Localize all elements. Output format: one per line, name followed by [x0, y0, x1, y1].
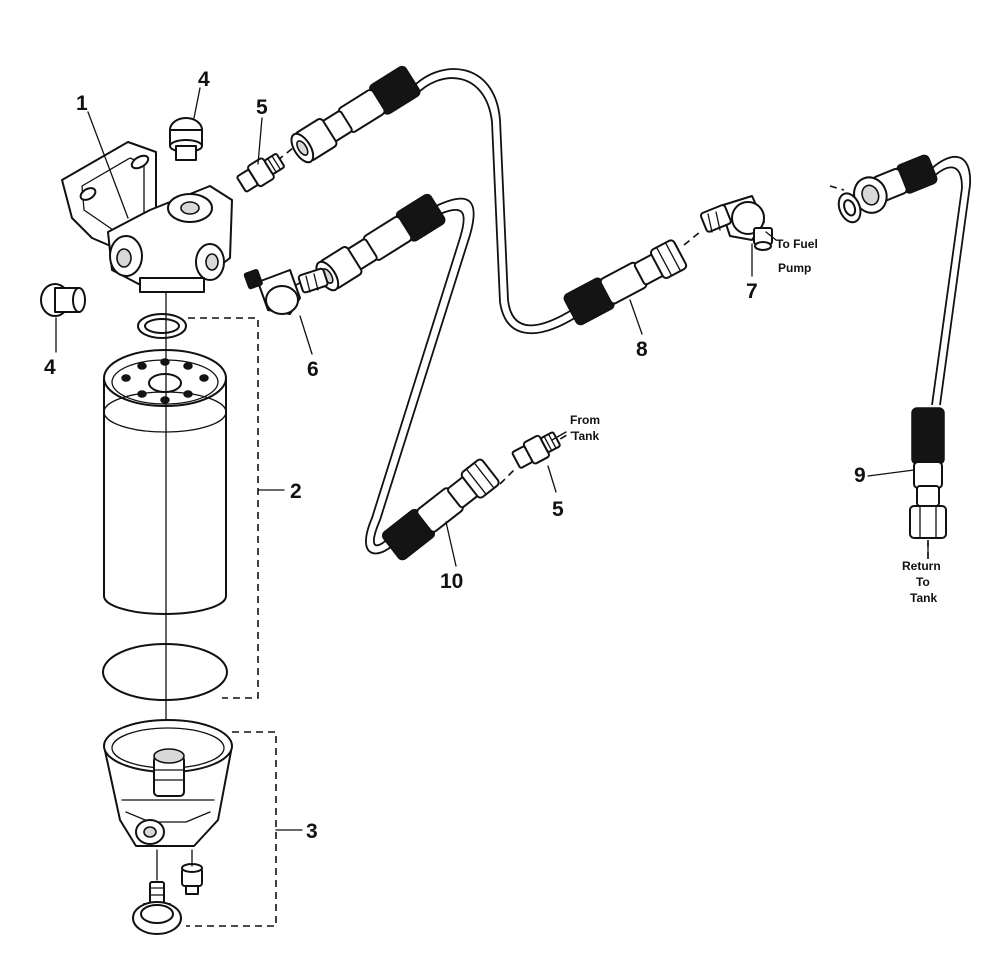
hose-10-upper-end: [315, 193, 446, 292]
note-to-fuel-pump-line2: Pump: [778, 261, 811, 275]
hose-8-upper-end: [290, 65, 421, 164]
filter-element-2: [103, 349, 227, 615]
callout-1: 1: [76, 92, 88, 115]
callout-10: 10: [440, 570, 463, 593]
hose-connection-lines: [267, 143, 929, 560]
callout-4-upper: 4: [198, 68, 210, 91]
note-return-line3: Tank: [910, 591, 937, 605]
filter-head-1: [61, 141, 233, 293]
callout-4-lower: 4: [44, 356, 56, 379]
fuel-line-10: [365, 197, 475, 555]
note-return-to-tank: Return To Tank: [902, 559, 941, 605]
bracket-item-3: [186, 731, 303, 927]
filter-holes: [121, 358, 209, 404]
note-from-tank-line1: From: [570, 413, 600, 427]
hose-9-upper-end: [837, 154, 938, 224]
leader-lines: [55, 87, 929, 567]
note-from-tank-line2: Tank: [572, 429, 599, 443]
callout-2: 2: [290, 480, 302, 503]
callout-9: 9: [854, 464, 866, 487]
drain-valve: [132, 881, 182, 935]
note-return-line2: To: [916, 575, 930, 589]
callout-8: 8: [636, 338, 648, 361]
connector-5-upper: [236, 153, 285, 193]
plug-4-lower: [40, 283, 86, 317]
o-ring-large: [102, 643, 228, 701]
hose-10-lower-end: [381, 458, 500, 561]
elbow-fitting-7: [699, 195, 773, 251]
bracket-item-2: [188, 317, 285, 699]
water-separator-bowl-3: [103, 719, 233, 847]
hose-8-lower-end: [563, 239, 688, 326]
hose-9-lower-end: [909, 407, 947, 539]
note-to-fuel-pump-line1: To Fuel: [776, 237, 818, 251]
callout-6: 6: [307, 358, 319, 381]
connector-5-lower: [511, 431, 561, 469]
note-to-fuel-pump: To Fuel Pump: [765, 231, 818, 275]
elbow-fitting-6: [243, 267, 329, 315]
o-ring-small: [137, 313, 187, 339]
fuel-line-8: [411, 68, 579, 335]
note-return-line1: Return: [902, 559, 941, 573]
callout-labels: 1 4 5 4 6 2 3 7 8 9 10 5: [44, 68, 866, 843]
callout-5-upper: 5: [256, 96, 268, 119]
callout-5-lower: 5: [552, 498, 564, 521]
plug-4-upper: [169, 117, 203, 161]
drain-plug: [181, 863, 203, 895]
note-from-tank: From Tank: [551, 413, 600, 443]
callout-3: 3: [306, 820, 318, 843]
fuel-line-9: [927, 156, 971, 406]
callout-7: 7: [746, 280, 758, 303]
